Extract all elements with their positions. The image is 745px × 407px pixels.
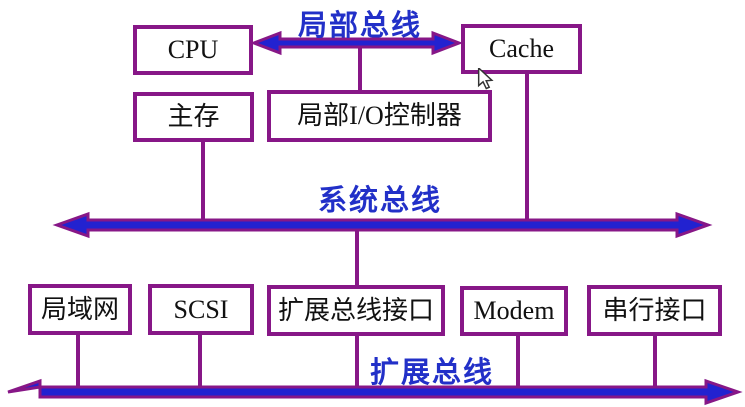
system-bus-arrow <box>52 211 713 239</box>
box-serial-interface: 串行接口 <box>587 285 722 336</box>
box-cpu: CPU <box>133 25 253 75</box>
box-cache: Cache <box>461 24 582 74</box>
box-expansion-bus-interface: 扩展总线接口 <box>267 285 445 336</box>
system-bus-label: 系统总线 <box>317 185 443 217</box>
mouse-cursor-icon <box>477 68 494 90</box>
box-scsi: SCSI <box>148 284 254 335</box>
connector-lines <box>76 46 657 391</box>
expansion-bus-label: 扩展总线 <box>369 357 495 389</box>
expansion-bus-arrow <box>7 378 743 406</box>
box-modem: Modem <box>460 286 568 336</box>
local-bus-arrow <box>249 30 464 56</box>
local-bus-label: 局部总线 <box>297 10 423 42</box>
box-main-memory: 主存 <box>133 92 254 142</box>
box-local-io-controller: 局部I/O控制器 <box>267 90 492 142</box>
box-lan: 局域网 <box>28 284 132 335</box>
